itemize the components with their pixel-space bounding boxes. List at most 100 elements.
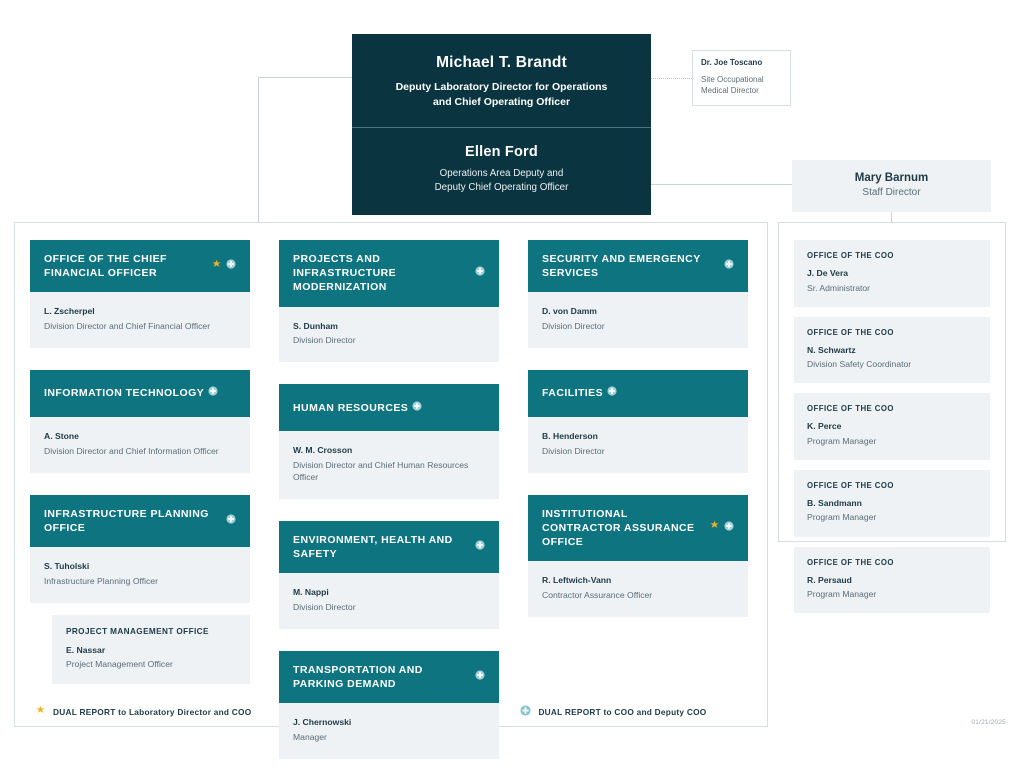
executive-card-brandt[interactable]: Michael T. Brandt Deputy Laboratory Dire… xyxy=(352,34,651,129)
division-unit: INSTITUTIONAL CONTRACTOR ASSURANCE OFFIC… xyxy=(528,494,748,617)
person-name: J. Chernowski xyxy=(293,717,352,728)
connector-brandt-toscano xyxy=(651,78,692,79)
division-title[interactable]: FACILITIES xyxy=(528,369,748,417)
division-title[interactable]: PROJECTS AND INFRASTRUCTURE MODERNIZATIO… xyxy=(279,240,499,307)
legend-item-plus: DUAL REPORT to COO and Deputy COO xyxy=(516,703,706,721)
division-title-text: FACILITIES xyxy=(542,387,604,400)
person-name: R. Persaud xyxy=(807,574,852,585)
ford-title: Operations Area Deputy and Deputy Chief … xyxy=(370,167,633,195)
brandt-title: Deputy Laboratory Director for Operation… xyxy=(370,80,633,110)
division-unit: INFRASTRUCTURE PLANNING OFFICE S. Tuholsk… xyxy=(30,494,250,603)
person-name: N. Schwartz xyxy=(807,344,856,355)
division-title[interactable]: TRANSPORTATION AND PARKING DEMAND xyxy=(279,650,499,704)
person-name: S. Dunham xyxy=(293,320,338,331)
plus-circle-icon xyxy=(208,386,218,400)
plus-circle-icon xyxy=(226,259,236,273)
division-title-text: INSTITUTIONAL CONTRACTOR ASSURANCE OFFIC… xyxy=(542,507,695,548)
division-title[interactable]: INFORMATION TECHNOLOGY xyxy=(30,369,250,417)
plus-circle-icon xyxy=(520,703,531,721)
coo-card-label: OFFICE OF THE COO xyxy=(807,404,894,414)
division-title[interactable]: HUMAN RESOURCES xyxy=(279,384,499,432)
person-name: R. Leftwich-Vann xyxy=(542,575,612,586)
person-name: L. Zscherpel xyxy=(44,306,95,317)
sub-unit-label: PROJECT MANAGEMENT OFFICE xyxy=(66,626,209,636)
plus-circle-icon xyxy=(412,400,422,415)
division-title-text: SECURITY AND EMERGENCY SERVICES xyxy=(542,253,701,280)
plus-circle-icon xyxy=(226,514,236,528)
barnum-name: Mary Barnum xyxy=(854,172,929,184)
person-title: Division Director xyxy=(293,335,356,346)
division-unit: OFFICE OF THE CHIEF FINANCIAL OFFICER L. … xyxy=(30,240,250,348)
executive-card-ford[interactable]: Ellen Ford Operations Area Deputy and De… xyxy=(352,128,651,215)
ford-title-line2: Deputy Chief Operating Officer xyxy=(434,181,569,193)
person-name: E. Nassar xyxy=(66,644,106,655)
ford-name: Ellen Ford xyxy=(465,144,538,161)
division-title-text: HUMAN RESOURCES xyxy=(293,401,409,414)
division-unit: TRANSPORTATION AND PARKING DEMAND J. Cher… xyxy=(279,650,499,759)
card-staff-director[interactable]: Mary Barnum Staff Director xyxy=(792,160,991,212)
plus-circle-icon xyxy=(724,521,734,535)
division-title-text: OFFICE OF THE CHIEF FINANCIAL OFFICER xyxy=(44,253,167,280)
person-title: Program Manager xyxy=(807,512,877,523)
person-name: B. Sandmann xyxy=(807,497,862,508)
ford-title-line1: Operations Area Deputy and xyxy=(439,167,564,179)
plus-circle-icon xyxy=(724,259,734,273)
person-name: J. De Vera xyxy=(807,268,849,278)
person-name: M. Nappi xyxy=(293,587,329,598)
person-name: K. Perce xyxy=(807,421,842,432)
person-name: S. Tuholski xyxy=(44,560,90,571)
executive-stack: Michael T. Brandt Deputy Laboratory Dire… xyxy=(352,34,651,215)
person-title: Sr. Administrator xyxy=(807,282,871,293)
coo-card-label: OFFICE OF THE COO xyxy=(807,557,894,567)
division-title-text: INFORMATION TECHNOLOGY xyxy=(44,387,205,400)
division-title[interactable]: INSTITUTIONAL CONTRACTOR ASSURANCE OFFIC… xyxy=(528,494,748,562)
division-title[interactable]: ENVIRONMENT, HEALTH AND SAFETY xyxy=(279,520,499,574)
legend-item-star: DUAL REPORT to Laboratory Director and C… xyxy=(30,703,251,721)
person-name: D. von Damm xyxy=(542,306,597,317)
connector-spine-vertical xyxy=(258,77,259,222)
toscano-title-line2: Medical Director xyxy=(701,86,759,96)
legend-plus-text: DUAL REPORT to COO and Deputy COO xyxy=(538,707,707,717)
plus-circle-icon xyxy=(475,540,485,554)
toscano-name: Dr. Joe Toscano xyxy=(701,58,763,67)
division-title[interactable]: INFRASTRUCTURE PLANNING OFFICE xyxy=(30,494,250,547)
person-title: Program Manager xyxy=(807,435,877,446)
brandt-title-line2: and Chief Operating Officer xyxy=(432,95,571,108)
person-name: B. Henderson xyxy=(542,430,598,441)
person-title: Contractor Assurance Officer xyxy=(542,589,653,600)
person-title: Division Director xyxy=(542,445,605,456)
person-title: Division Safety Coordinator xyxy=(807,359,912,370)
legend: DUAL REPORT to Laboratory Director and C… xyxy=(30,703,746,721)
connector-ford-barnum xyxy=(651,184,792,185)
card-medical-director[interactable]: Dr. Joe Toscano Site Occupational Medica… xyxy=(692,50,791,107)
division-column-2: PROJECTS AND INFRASTRUCTURE MODERNIZATIO… xyxy=(279,240,499,781)
division-title-text: ENVIRONMENT, HEALTH AND SAFETY xyxy=(293,533,453,560)
coo-card-label: OFFICE OF THE COO xyxy=(807,327,894,337)
person-title: Project Management Officer xyxy=(66,659,173,670)
plus-circle-icon xyxy=(475,670,485,684)
division-title[interactable]: SECURITY AND EMERGENCY SERVICES xyxy=(528,240,748,293)
division-column-3: SECURITY AND EMERGENCY SERVICES D. von Da… xyxy=(528,240,748,639)
brandt-title-line1: Deputy Laboratory Director for Operation… xyxy=(395,80,608,93)
toscano-title: Site Occupational Medical Director xyxy=(701,74,782,96)
division-title[interactable]: OFFICE OF THE CHIEF FINANCIAL OFFICER xyxy=(30,240,250,293)
person-title: Infrastructure Planning Officer xyxy=(44,575,159,586)
